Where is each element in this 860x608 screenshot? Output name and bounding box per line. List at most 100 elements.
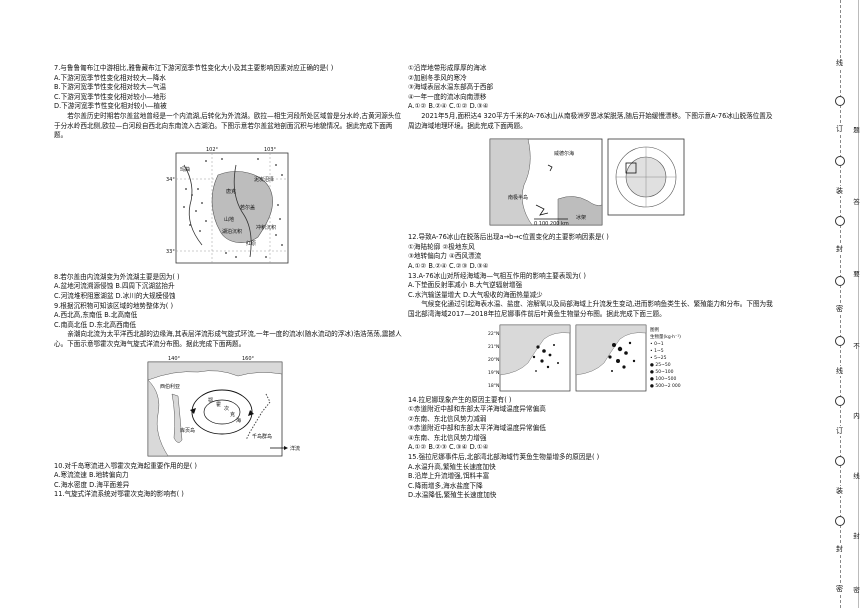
q11-choices: A.①② B.②④ C.①② D.③④ [408,102,489,111]
map1-place-peat: 泥炭沼泽 [254,176,274,183]
map1-place-tangke: 唐克 [226,188,236,195]
notice-char: 内 [853,412,860,420]
q7-stem: 7.与鲁鲁匍布江中游相比,雅鲁藏布江下游河宽季节性变化大小及其主要影响因素对应正… [54,64,334,72]
map2-sea-char-2: 霍 [216,401,221,408]
la-nina-intro-paragraph: 气候变化通过引起海表水温、盐度、溶解氧以及局部海域上升流发生变动,进而影响鱼类生… [408,300,773,318]
map4-legend-item-1: • 0~1 [650,341,664,347]
map2-sea-char-4: 克 [230,412,235,418]
zoige-intro-paragraph: 若尔盖历史时期若尔盖盆地曾经是一个内流湖,后转化为外流湖。欧拉—相生河段所处区域… [54,111,402,140]
q15-option-b: B.沿岸上升流增强,饵料丰富 [408,472,490,481]
notice-char: 题 [853,126,860,134]
binding-char: 装 [834,186,845,196]
notice-char: 密 [853,586,860,594]
q15-stem: 15.强拉尼娜事件后,北部湾北部海域竹荚鱼生物量增多的原因是( ) [408,453,600,462]
q13-options-ab: A.下垫面反射率减小 B.大气逆辐射增强 [408,281,523,290]
notice-char: 线 [853,472,860,480]
map4-lat-20: 20°N [488,357,499,363]
map3-ice-shelf: 冰架 [576,214,586,221]
binding-char: 密 [834,584,845,594]
map2-legend-current: 洋流 [290,445,300,452]
q8-options-ab: A.盆地河流溯源侵蚀 B.四周下沉湖盆抬升 [54,282,175,291]
map1-lon-102: 102° [206,147,219,153]
map4-lat-19: 19°N [488,370,499,376]
binding-hole-icon [835,456,845,466]
q7-option-a: A.下游河宽季节性变化相对较大—降水 [54,73,166,82]
left-column: 7.与鲁鲁匍布江中游相比,雅鲁藏布江下游河宽季节性变化大小及其主要影响因素对应正… [54,64,402,500]
map4-lat-18: 18°N [488,383,499,389]
binding-hole-icon [835,156,845,166]
iceberg-location-map: 威德尔海 南极半岛 冰架 0 100 200 km [488,135,688,229]
q8-options-cd: C.河流堆积阻塞湖盆 D.冰川的大规模侵蚀 [54,291,176,300]
page-edge-line [858,0,859,608]
binding-hole-icon [835,516,845,526]
biomass-map-svg: 22°N 21°N 20°N 19°N 18°N 图例 生物量(kg·h⁻¹) … [488,324,681,391]
map4-legend-item-5: ● 50~100 [650,369,674,375]
q10-stem: 10.对千岛寒流进入鄂霍次克海起重要作用的是( ) [54,461,198,470]
map4-legend-item-4: ● 25~50 [650,362,671,368]
zoige-map-svg: 102° 103° 34° 33° 玛曲 唐克 若尔盖 红原 山地 泥炭沼泽 湖… [166,147,289,264]
q14-item-3: ③赤道附近中部和东部太平洋海域温度异常偏低 [408,424,546,433]
binding-char: 封 [834,244,845,254]
map4-legend-item-3: • 5~25 [650,355,667,361]
notice-char: 答 [853,198,860,206]
q7-option-b: B.下游河宽季节性变化相对较大—气温 [54,83,167,92]
map2-lon-140: 140° [168,356,181,362]
binding-hole-icon [835,396,845,406]
binding-margin: 线 订 装 封 密 线 订 装 封 密 题 答 要 不 内 线 封 密 [820,0,860,608]
q11-item-2: ②加剧冬季风的寒冷 [408,73,467,82]
map3-antarctic-peninsula: 南极半岛 [508,194,528,201]
q12-choices: A.①② B.②④ C.②③ D.③④ [408,261,489,270]
map1-lat-34: 34° [166,177,175,183]
binding-char: 订 [834,426,845,436]
fish-biomass-maps: 22°N 21°N 20°N 19°N 18°N 图例 生物量(kg·h⁻¹) … [488,323,688,393]
q11-item-3: ③海域表层水温东部高于西部 [408,83,494,92]
map4-lat-21: 21°N [488,344,499,350]
q14-stem: 14.拉尼娜现象产生的原因主要有( ) [408,395,512,404]
map1-place-alluvial: 冲积沉积 [256,224,276,231]
q11-options: ①沿岸地带形成厚厚的海冰 ②加剧冬季风的寒冷 ③海域表层水温东部高于西部 ④一年… [408,64,778,112]
map4-lat-22: 22°N [488,331,499,337]
map2-lon-160: 160° [242,356,255,362]
okhotsk-map-svg: 140° 160° 鄂 霍 次 克 海 西伯利亚 库页岛 千岛群岛 洋流 [147,356,300,456]
map1-lon-103: 103° [264,147,277,153]
q14-item-1: ①赤道附近中部和东部太平洋海域温度异常偏高 [408,405,546,414]
iceberg-map-svg: 威德尔海 南极半岛 冰架 0 100 200 km [489,138,685,227]
notice-char: 要 [853,270,860,278]
map2-place-siberia: 西伯利亚 [160,383,180,390]
zoige-basin-map: 102° 103° 34° 33° 玛曲 唐克 若尔盖 红原 山地 泥炭沼泽 湖… [166,145,296,269]
q10-options-cd: C.海水密度 D.海平面差异 [54,480,130,489]
notice-char: 不 [853,342,860,350]
binding-char: 线 [834,58,845,68]
binding-char: 订 [834,124,845,134]
map2-place-sakhalin: 库页岛 [180,427,195,434]
q11-item-1: ①沿岸地带形成厚厚的海冰 [408,64,487,72]
q12-stem: 12.导致A-76冰山在脱落后出现a→b→c位置变化的主要影响因素是( ) [408,233,609,242]
okhotsk-intro-paragraph: 亲潮向北流为太平洋西北部的边缘海,其表层洋流形成气旋式环流,一年一度的流冰(随水… [54,330,402,348]
map2-place-kuril: 千岛群岛 [252,433,272,440]
map4-legend-item-2: • 1~5 [650,348,664,354]
map3-scale-bar: 0 100 200 km [534,221,569,227]
q15-option-c: C.降雨增多,海水盐度下降 [408,481,483,490]
binding-char: 线 [834,366,845,376]
q15-option-d: D.水温降低,繁殖生长速度加快 [408,491,497,500]
binding-hole-icon [835,96,845,106]
q9-options-cd: C.南高北低 D.东北高西南低 [54,320,136,329]
question-7: 7.与鲁鲁匍布江中游相比,雅鲁藏布江下游河宽季节性变化大小及其主要影响因素对应正… [54,64,402,112]
map2-sea-char-3: 次 [224,405,229,412]
map3-weddell-sea: 威德尔海 [554,150,574,157]
q11-item-4: ④一年一度的流冰向南漂移 [408,92,487,101]
map4-legend-item-6: ● 100~500 [650,376,676,382]
q14-item-2: ②东南、东北信风势力减弱 [408,414,487,423]
q11-stem: 11.气旋式洋流系统对鄂霍次克海的影响有( ) [54,490,184,499]
map1-place-maqu: 玛曲 [180,166,190,173]
q14-choices: A.①② B.②③ C.③④ D.①④ [408,443,489,452]
iceberg-intro-paragraph: 2021年5月,面积达4 320平方千米的A-76冰山从南极洲罗恩冰架脱落,随后… [408,111,773,130]
q7-option-c: C.下游河宽季节性变化相对较小—地形 [54,92,167,101]
map4-legend-title: 图例 [650,326,659,333]
binding-hole-icon [835,336,845,346]
q9-stem: 9.根据沉积物可知该区域的地势整体为( ) [54,301,174,310]
q8-stem: 8.若尔盖由内流湖变为外流湖主要是因为( ) [54,272,180,281]
binding-char: 封 [834,544,845,554]
questions-10-11: 10.对千岛寒流进入鄂霍次克海起重要作用的是( ) A.寒流流速 B.地转偏向力… [54,462,402,500]
q12-items-34: ③地转偏向力 ④西风漂流 [408,252,482,261]
